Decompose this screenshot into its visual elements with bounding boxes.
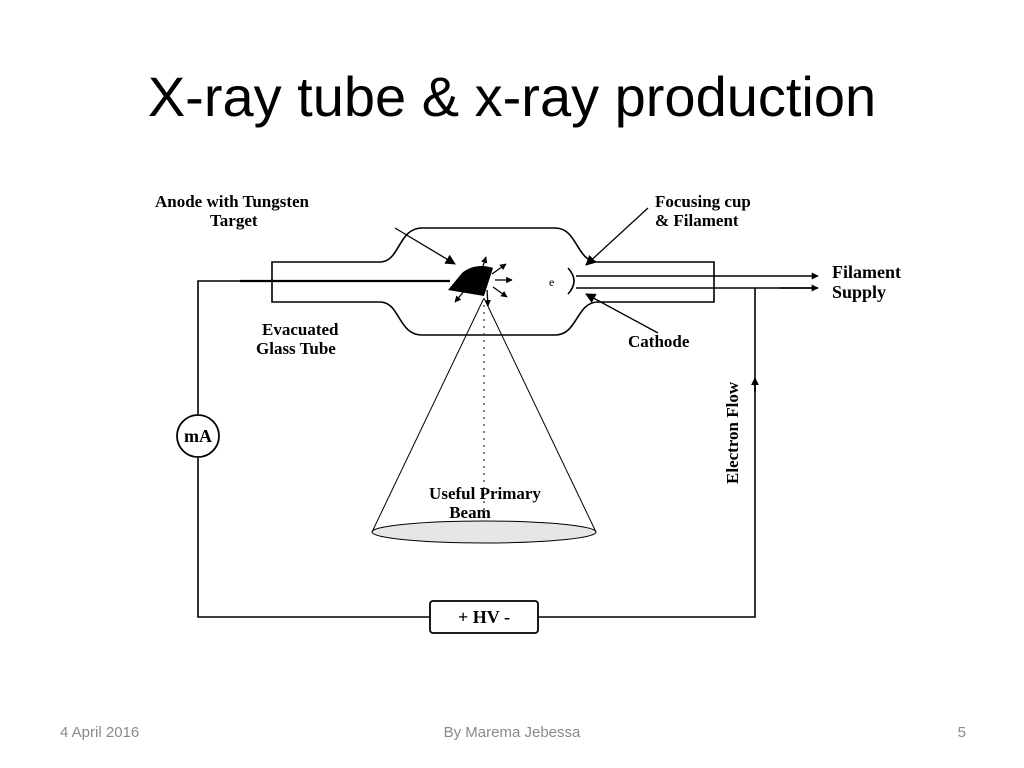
filament-label-line2: Supply [832,282,886,302]
anode-label-line1: Anode with Tungsten [155,192,310,211]
primary-beam [371,297,597,544]
anode-pointer [394,227,456,265]
electron-symbol: e [549,275,554,289]
emission-arrows [454,256,513,307]
focusing-pointer [585,207,649,266]
evacuated-glass-tube [271,227,715,336]
focusing-label-line1: Focusing cup [655,192,751,211]
high-voltage-source [429,600,539,634]
slide-title: X-ray tube & x-ray production [147,65,877,128]
evacuated-label-line1: Evacuated [262,320,339,339]
evacuated-label-line2: Glass Tube [256,339,336,358]
electron-flow-label: Electron Flow [723,381,742,484]
beam-label-line1: Useful Primary [429,484,541,503]
filament-label-line1: Filament [832,262,901,282]
footer-date: 4 April 2016 [60,724,140,741]
circuit-wire-bottom-left [197,458,430,618]
footer-author: By Marema Jebessa [443,724,581,741]
beam-label-line2: Beam [449,503,491,522]
anode-label-line2: Target [210,211,258,230]
focusing-cup [567,267,575,295]
circuit-wire-left [197,280,240,414]
footer-page-number: 5 [957,724,966,741]
anode-target [448,265,493,296]
cathode-label: Cathode [628,332,690,351]
focusing-label-line2: & Filament [655,211,739,230]
cathode-pointer [585,293,659,334]
circuit-wire-bottom-right [538,288,756,618]
ammeter-label: mA [184,426,212,446]
ammeter [176,414,220,458]
high-voltage-label: + HV - [458,607,510,627]
